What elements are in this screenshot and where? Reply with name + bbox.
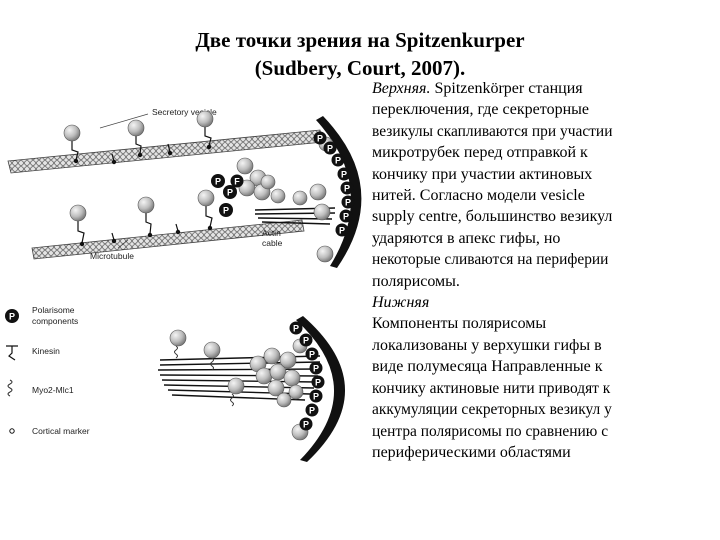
svg-text:P: P bbox=[9, 312, 15, 322]
description-text: Верхняя. Spitzenkörper станция переключе… bbox=[372, 78, 717, 463]
svg-text:P: P bbox=[344, 184, 350, 194]
svg-text:Kinesin: Kinesin bbox=[32, 346, 60, 356]
lower-line: периферическими областями bbox=[372, 443, 571, 461]
spitzenkorper-cluster-upper bbox=[236, 136, 334, 263]
svg-text:P: P bbox=[215, 177, 221, 187]
secretory-vesicle-label: Secretory vesicle bbox=[152, 107, 217, 117]
microtubule-lower bbox=[31, 219, 305, 260]
lower-heading: Нижняя bbox=[372, 294, 430, 312]
upper-line: микротрубек перед отправкой к bbox=[372, 144, 588, 162]
cortical-marker bbox=[147, 232, 153, 238]
cortical-marker bbox=[175, 229, 181, 235]
microtubule-label: Microtubule bbox=[90, 251, 134, 261]
secretory-vesicle bbox=[196, 110, 214, 128]
actin-label-line1: Actin bbox=[262, 228, 281, 238]
microtubule-pointer bbox=[117, 239, 129, 249]
upper-line: нитей. Согласно модели vesicle bbox=[372, 187, 585, 205]
cortical-marker bbox=[79, 241, 85, 247]
svg-text:P: P bbox=[223, 206, 229, 216]
svg-text:P: P bbox=[339, 226, 345, 236]
svg-text:P: P bbox=[317, 134, 323, 144]
svg-text:P: P bbox=[313, 364, 319, 374]
microtubule-upper bbox=[7, 129, 324, 174]
cortical-marker bbox=[167, 150, 173, 156]
upper-line: ударяются в апекс гифы, но bbox=[372, 229, 561, 247]
svg-text:P: P bbox=[309, 406, 315, 416]
cortical-marker bbox=[137, 152, 143, 158]
upper-line: кончику при участии актиновых bbox=[372, 165, 593, 183]
secretory-vesicle bbox=[137, 196, 155, 214]
svg-text:P: P bbox=[315, 378, 321, 388]
svg-text:P: P bbox=[343, 212, 349, 222]
upper-heading: Верхняя. bbox=[372, 80, 431, 97]
lower-line: кончику актиновые нити приводят к bbox=[372, 379, 611, 397]
kinesin-vesicles-upper bbox=[71, 126, 212, 162]
secretory-vesicle bbox=[127, 119, 145, 137]
lower-line: центра полярисомы по сравнению с bbox=[372, 422, 609, 440]
page-subtitle-citation: (Sudbery, Court, 2007). bbox=[254, 56, 466, 80]
myo2-motors bbox=[174, 345, 234, 407]
upper-line: supply centre, большинство везикул bbox=[372, 208, 613, 226]
secretory-vesicle bbox=[197, 189, 215, 207]
cortex-crescent-lower bbox=[296, 316, 346, 462]
upper-line: некоторые сливаются на периферии bbox=[372, 251, 609, 269]
cortical-marker bbox=[111, 159, 117, 165]
spitzenkorper-diagram: Secretory vesicle Microtubule Actin cabl… bbox=[5, 107, 362, 462]
svg-text:P: P bbox=[341, 170, 347, 180]
secretory-vesicle bbox=[63, 124, 81, 142]
lower-line: локализованы у верхушки гифы в bbox=[372, 336, 602, 354]
svg-text:P: P bbox=[303, 420, 309, 430]
upper-line: полярисомы. bbox=[372, 272, 460, 290]
legend-kinesin: Kinesin bbox=[6, 345, 60, 361]
svg-text:P: P bbox=[313, 392, 319, 402]
svg-text:P: P bbox=[227, 188, 233, 198]
svg-text:Cortical marker: Cortical marker bbox=[32, 426, 90, 436]
upper-first-line: Верхняя. Spitzenkörper станция bbox=[372, 78, 717, 99]
secretory-vesicle-pointer bbox=[99, 113, 149, 129]
upper-line-1: Spitzenkörper станция bbox=[430, 80, 583, 97]
legend-polarisome: P Polarisome components bbox=[5, 305, 78, 326]
cortical-marker bbox=[111, 238, 117, 244]
legend-myo2: Myo2-Mlc1 bbox=[7, 379, 74, 397]
page-title: Две точки зрения на Spitzenkurper bbox=[195, 28, 525, 52]
upper-line: везикулы скапливаются при участии bbox=[372, 122, 613, 140]
cortex-crescent-upper bbox=[316, 116, 362, 268]
legend: P Polarisome components Kinesin Myo2-Mlc… bbox=[5, 305, 90, 436]
svg-text:P: P bbox=[327, 144, 333, 154]
lower-line: виде полумесяца Направленные к bbox=[372, 358, 603, 376]
svg-text:Polarisome: Polarisome bbox=[32, 305, 75, 315]
svg-text:P: P bbox=[303, 336, 309, 346]
secretory-vesicle bbox=[69, 204, 87, 222]
cortical-marker bbox=[73, 158, 79, 164]
svg-text:P: P bbox=[309, 350, 315, 360]
polarisome-components-upper: P P P F P P P P P P P P bbox=[211, 131, 355, 237]
polarisome-components-lower: P P P P P P P P bbox=[289, 321, 325, 431]
cortical-marker bbox=[207, 225, 213, 231]
svg-text:components: components bbox=[32, 316, 78, 326]
svg-text:F: F bbox=[234, 177, 240, 187]
svg-text:Myo2-Mlc1: Myo2-Mlc1 bbox=[32, 385, 74, 395]
cortical-marker bbox=[206, 144, 212, 150]
lower-line: Компоненты полярисомы bbox=[372, 315, 547, 333]
svg-text:P: P bbox=[345, 198, 351, 208]
lower-line: аккумуляции секреторных везикул у bbox=[372, 401, 612, 419]
svg-text:P: P bbox=[293, 324, 299, 334]
upper-line: переключения, где секреторные bbox=[372, 101, 589, 119]
legend-cortical-marker: Cortical marker bbox=[9, 426, 90, 436]
actin-label-line2: cable bbox=[262, 238, 283, 248]
svg-text:P: P bbox=[335, 156, 341, 166]
